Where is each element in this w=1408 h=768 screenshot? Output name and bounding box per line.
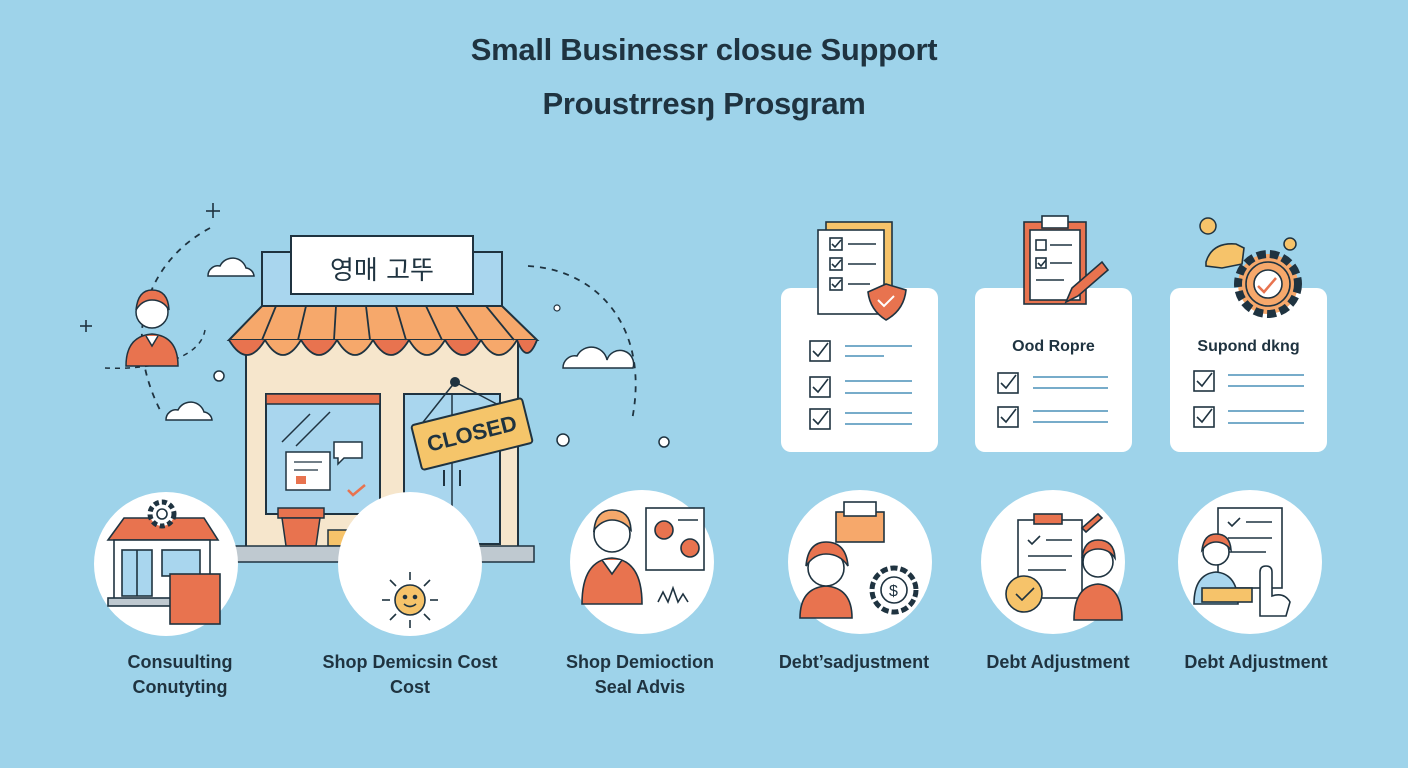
- check-icon: [347, 484, 366, 497]
- page-subtitle: Proustrresŋ Prosgram: [542, 86, 866, 121]
- checklist-rows: [809, 340, 1304, 430]
- caption-line: Seal Advis: [594, 677, 686, 697]
- house-gear-icon: [106, 499, 221, 625]
- caption-line: Consuulting: [127, 652, 233, 672]
- cloud-icon: [165, 257, 635, 421]
- dashed-arc-person: [104, 329, 206, 369]
- hand-icon: [1205, 243, 1245, 269]
- caption-line: Shop Demicsin Cost: [322, 652, 498, 672]
- coin-icon: [1199, 217, 1217, 235]
- page-title: Small Businessr closue Support: [470, 32, 938, 67]
- dot-icon: [553, 304, 561, 312]
- service-caption-consulting: Consuulting Conutyting: [70, 650, 290, 700]
- sparkle-icon: [80, 203, 220, 332]
- caption-line: Shop Demioction: [566, 652, 714, 672]
- service-caption-debt-1: Debt’sadjustment: [744, 650, 964, 675]
- store-sign-board: [290, 235, 474, 295]
- coin-icon: [1283, 237, 1297, 251]
- caption-line: Cost: [390, 677, 430, 697]
- service-caption-advice: Shop Demioction Seal Advis: [530, 650, 750, 700]
- dashed-arc-right: [527, 265, 637, 421]
- dot-icon: [658, 436, 670, 448]
- advisor-icon: [581, 507, 705, 605]
- card-label: Ood Ropre: [1012, 338, 1095, 355]
- awning: [228, 305, 538, 356]
- person-hand-icon: [1193, 507, 1291, 617]
- dot-icon: [556, 433, 570, 447]
- card-label: Supond dkng: [1197, 338, 1300, 355]
- person-avatar-icon: [125, 289, 179, 367]
- document-person-icon: [1005, 512, 1123, 621]
- caption-line: Conutyting: [132, 677, 228, 697]
- chat-bubble-icon: [333, 441, 363, 466]
- service-caption-debt-3: Debt Adjustment: [1146, 650, 1366, 675]
- sun-icon: [382, 572, 438, 628]
- caption-line: Debt Adjustment: [986, 652, 1130, 672]
- store-sign-text: 영매 고뚜: [330, 256, 434, 286]
- pencil-icon: [1064, 260, 1110, 304]
- caption-line: Debt’sadjustment: [778, 652, 930, 672]
- dot-icon: [213, 370, 225, 382]
- service-caption-cost: Shop Demicsin Cost Cost: [300, 650, 520, 700]
- gear-icon: [1234, 250, 1302, 318]
- person-coin-icon: [799, 501, 919, 619]
- caption-line: Debt Adjustment: [1184, 652, 1328, 672]
- document-icon: [285, 451, 331, 491]
- service-caption-debt-2: Debt Adjustment: [948, 650, 1168, 675]
- dollar-icon: $: [889, 583, 898, 600]
